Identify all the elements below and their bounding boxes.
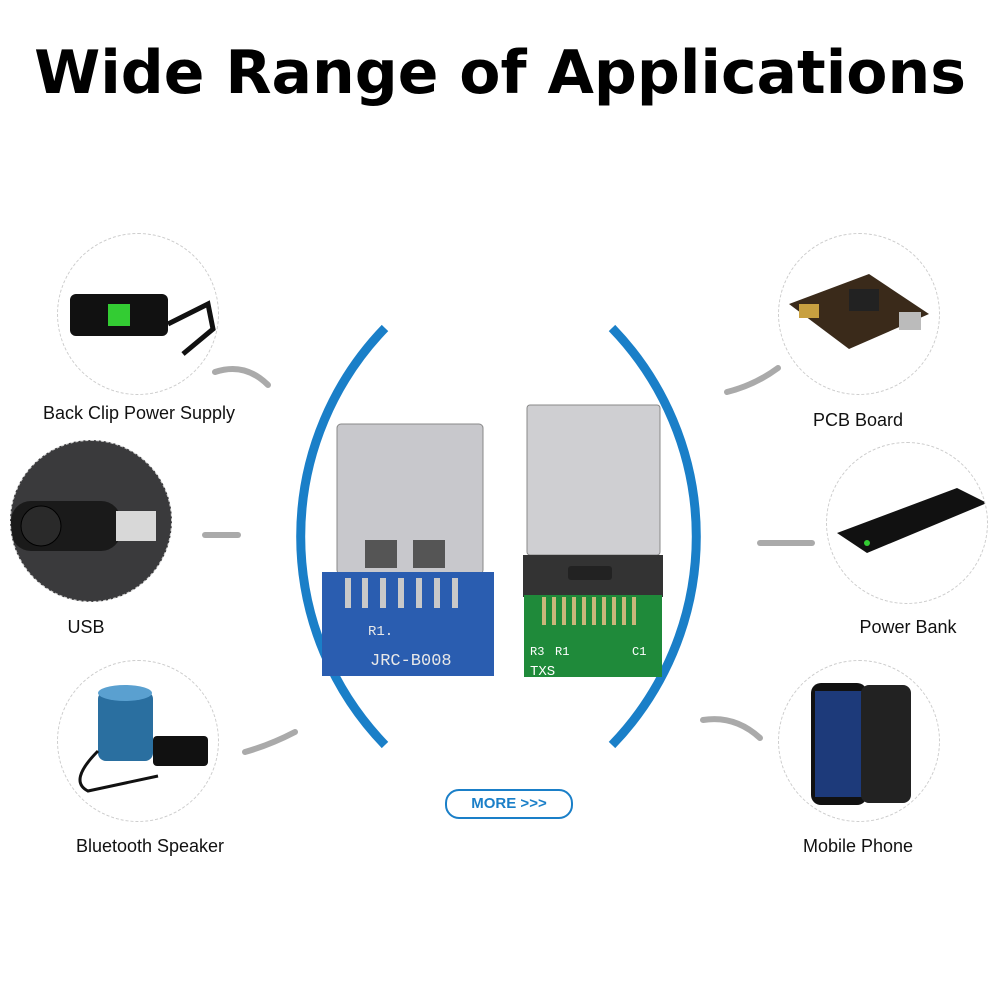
arrow-icon <box>724 365 781 395</box>
back-clip-image <box>57 233 219 395</box>
right-arc <box>608 324 701 749</box>
pcb-board-image <box>778 233 940 395</box>
label-power-bank: Power Bank <box>859 617 957 637</box>
right-board-ref: R3 <box>530 645 544 659</box>
arrow-icon <box>700 716 763 741</box>
label-back-clip: Back Clip Power Supply <box>42 403 236 423</box>
power-bank-image <box>826 442 988 604</box>
phone-battery-clip-icon <box>70 294 216 356</box>
label-usb: USB <box>67 617 105 637</box>
power-bank-icon <box>837 488 987 553</box>
usb-c-connector-blue: JRC-B008 R1. <box>322 423 494 676</box>
label-pcb-board: PCB Board <box>812 410 904 430</box>
bluetooth-speaker-icon <box>78 685 208 793</box>
left-arc <box>296 324 389 749</box>
pcb-board-icon <box>789 274 929 349</box>
usb-c-plug-green: TXS R3 R1 C1 <box>523 404 663 680</box>
left-board-text: JRC-B008 <box>370 652 452 671</box>
usb-image <box>10 440 172 602</box>
mobile-phone-icon <box>811 683 911 805</box>
label-bluetooth-speaker: Bluetooth Speaker <box>75 836 225 856</box>
right-board-ref: R1 <box>555 645 569 659</box>
label-mobile-phone: Mobile Phone <box>802 836 914 856</box>
arrow-icon <box>212 366 271 388</box>
usb-drive-icon <box>11 501 156 551</box>
page-title: Wide Range of Applications <box>34 38 966 108</box>
right-board-ref: TXS <box>530 664 555 680</box>
right-board-ref: C1 <box>632 645 646 659</box>
left-board-ref: R1. <box>368 624 393 640</box>
mobile-phone-image <box>778 660 940 822</box>
arrow-icon <box>242 729 298 755</box>
bluetooth-speaker-image <box>57 660 219 822</box>
more-button[interactable]: MORE >>> <box>445 789 573 819</box>
